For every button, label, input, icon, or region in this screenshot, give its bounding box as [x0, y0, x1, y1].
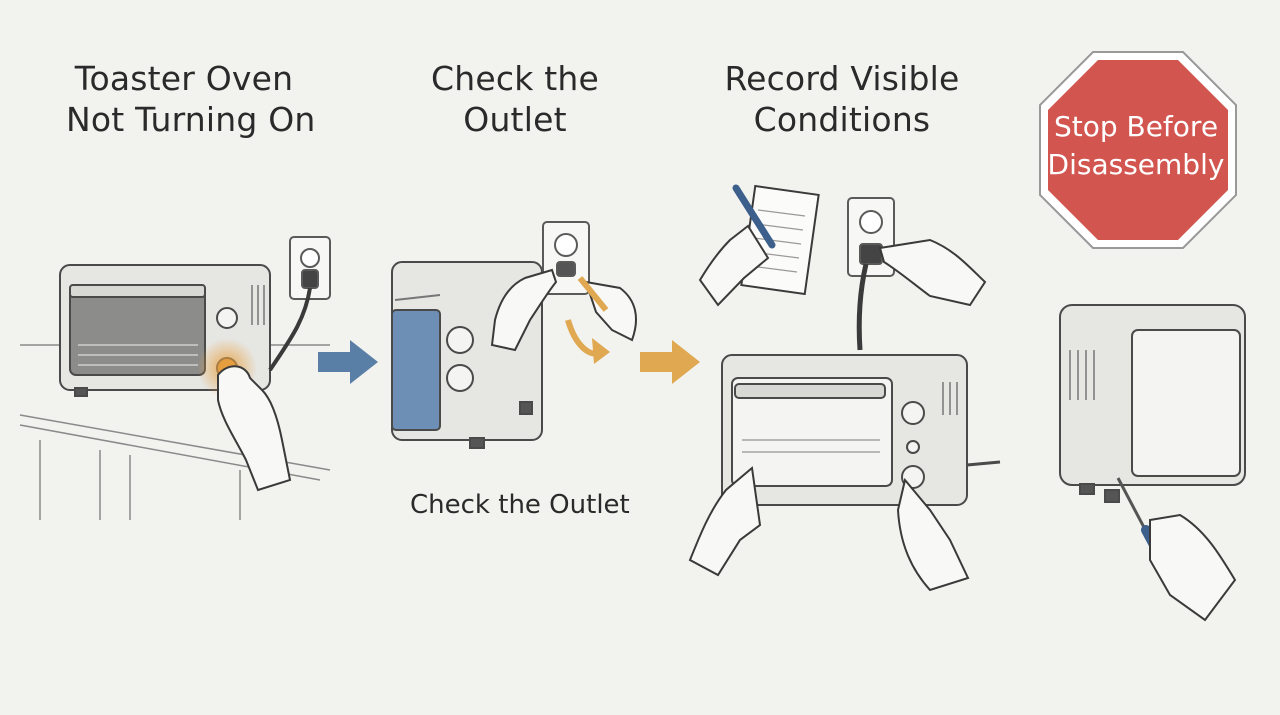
hand-icon	[217, 365, 292, 492]
counter-cord	[966, 460, 1001, 467]
hand-icon	[698, 224, 770, 307]
hand-icon	[896, 477, 970, 592]
arrow-right-icon	[318, 340, 378, 384]
step-1-caption-line1: Toaster Oven	[74, 59, 294, 98]
step-1-caption: Toaster Oven Not Turning On	[66, 58, 316, 140]
power-cord	[268, 287, 312, 372]
wall-outlet-icon	[289, 236, 331, 300]
toaster-oven-icon	[391, 261, 543, 449]
sub-caption: Check the Outlet	[410, 490, 630, 520]
step-2-caption-line2: Outlet	[463, 100, 567, 139]
step-3-caption-line1: Record Visible	[724, 59, 960, 98]
step-3-caption-line2: Conditions	[753, 100, 931, 139]
toaster-oven-icon	[721, 354, 968, 506]
step-3-caption: Record Visible Conditions	[720, 58, 964, 140]
stop-sign-line1: Stop Before	[1053, 110, 1219, 143]
pen-icon	[732, 184, 776, 249]
arrow-right-icon	[640, 340, 700, 384]
toaster-oven-icon	[1059, 304, 1246, 503]
hand-icon	[577, 276, 637, 342]
stop-sign-label: Stop Before Disassembly	[1040, 108, 1232, 184]
step-1-caption-line2: Not Turning On	[66, 100, 316, 139]
power-cord	[856, 263, 869, 351]
hand-icon	[1149, 513, 1237, 622]
hand-icon	[490, 268, 558, 352]
stop-sign-icon	[1039, 51, 1237, 249]
stop-sign-line2: Disassembly	[1047, 148, 1225, 181]
hand-icon	[878, 238, 987, 307]
curved-arrow-head	[592, 338, 610, 364]
hand-icon	[688, 466, 762, 577]
step-2-caption-line1: Check the	[431, 59, 599, 98]
step-2-caption: Check the Outlet	[430, 58, 600, 140]
notepad-icon	[740, 184, 820, 296]
